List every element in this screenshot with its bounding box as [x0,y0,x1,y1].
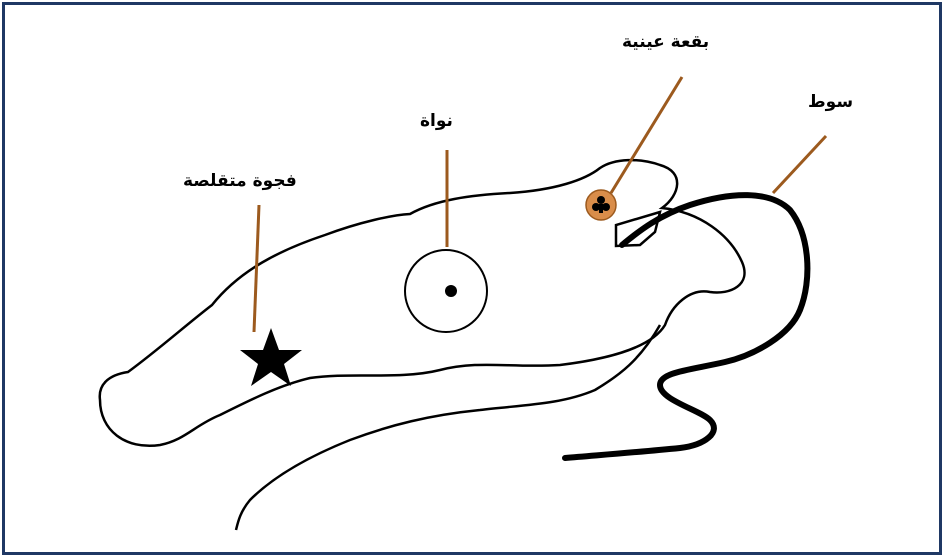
nucleolus-dot [445,285,457,297]
pointer-eyespot [611,77,682,193]
label-eyespot: بقعة عينية [622,32,709,52]
label-contractile-vacuole: فجوة متقلصة [183,171,297,191]
pointer-flagellum [773,136,826,193]
flagellum [565,195,807,458]
cell-outline [100,160,745,446]
label-flagellum: سوط [808,92,853,112]
cell-tail [236,325,660,530]
label-nucleus: نواة [420,111,453,131]
contractile-vacuole-star [240,328,302,386]
